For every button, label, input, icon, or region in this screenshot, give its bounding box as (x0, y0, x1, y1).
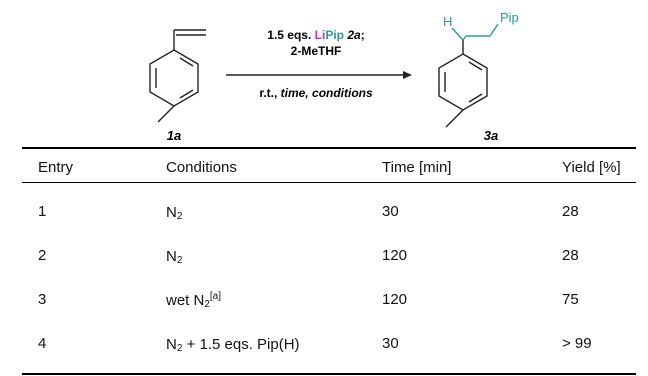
reaction-scheme: 1a 1.5 eqs. LiPip 2a; 2-MeTHF r.t., time… (149, 10, 519, 143)
cell-conditions: N2 (166, 248, 183, 266)
reagent-text: 1.5 eqs. LiPip 2a; (267, 28, 364, 42)
cell-entry: 3 (38, 291, 47, 308)
cell-entry: 2 (38, 247, 47, 264)
reaction-arrow (226, 71, 412, 79)
table-header-rule (22, 182, 636, 183)
header-entry: Entry (38, 159, 74, 176)
table-header: Entry Conditions Time [min] Yield [%] (0, 152, 648, 182)
table-row: 4 N2 + 1.5 eqs. Pip(H) 30 > 99 (0, 328, 648, 358)
cell-yield: 28 (562, 247, 579, 264)
table-row: 2 N2 120 28 (0, 240, 648, 270)
solvent-text: 2-MeTHF (291, 44, 342, 58)
product-side-chain (451, 23, 499, 41)
cell-yield: 28 (562, 203, 579, 220)
cell-time: 120 (382, 291, 408, 308)
cell-conditions: wet N2[a] (166, 291, 222, 310)
cell-time: 30 (382, 335, 399, 352)
product-h-label: H (443, 14, 452, 29)
cell-time: 30 (382, 203, 399, 220)
header-yield: Yield [%] (562, 159, 621, 176)
cell-entry: 4 (38, 335, 47, 352)
table-row: 1 N2 30 28 (0, 196, 648, 226)
header-conditions: Conditions (166, 159, 237, 176)
starting-material-structure (149, 29, 206, 123)
cell-time: 120 (382, 247, 408, 264)
header-time: Time [min] (382, 159, 452, 176)
cell-conditions: N2 + 1.5 eqs. Pip(H) (166, 336, 300, 354)
cell-yield: > 99 (562, 335, 592, 352)
cell-entry: 1 (38, 203, 47, 220)
product-label: 3a (484, 128, 498, 143)
product-pip-label: Pip (500, 10, 519, 25)
start-label: 1a (167, 128, 181, 143)
cell-conditions: N2 (166, 204, 183, 222)
product-structure (438, 40, 488, 128)
conditions-text: r.t., time, conditions (259, 86, 373, 100)
table-row: 3 wet N2[a] 120 75 (0, 284, 648, 314)
cell-yield: 75 (562, 291, 579, 308)
table-bottom-rule (22, 373, 636, 375)
table-top-rule (22, 147, 636, 149)
